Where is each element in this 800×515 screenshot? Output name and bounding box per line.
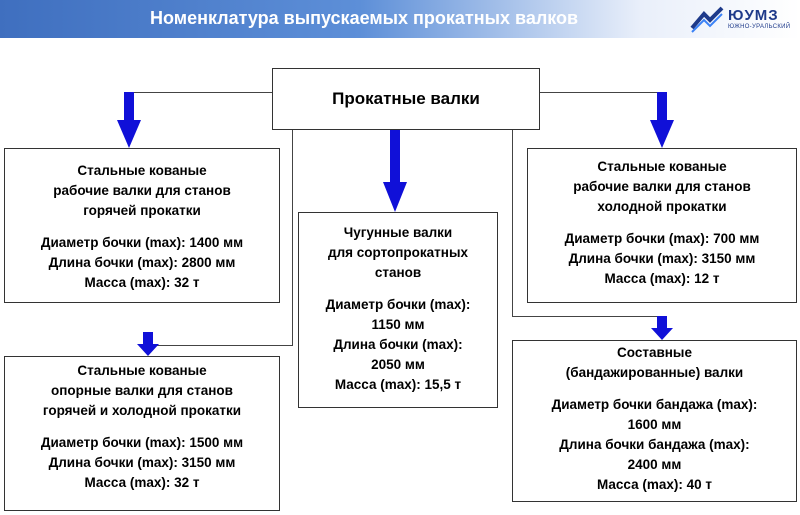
spec-length-value: 2400 мм [627, 457, 682, 472]
connector-line [292, 130, 293, 345]
spec-mass: Масса (max): 12 т [604, 271, 720, 286]
spec-diameter: Диаметр бочки (max): 1500 мм [40, 435, 244, 450]
arrow-down-icon [137, 332, 159, 356]
logo-subtext: ЮЖНО-УРАЛЬСКИЙ [728, 24, 791, 30]
node-specs: Диаметр бочки (max): 1500 мм Длина бочки… [5, 433, 279, 493]
node-title-line: для сортопрокатных [328, 245, 468, 260]
connector-line [148, 345, 293, 346]
spec-mass: Масса (max): 32 т [84, 275, 200, 290]
spec-mass: Масса (max): 32 т [84, 475, 200, 490]
arrow-down-icon [383, 130, 407, 212]
node-specs: Диаметр бочки (max): 700 мм Длина бочки … [528, 229, 796, 289]
node-title-line: холодной прокатки [597, 199, 727, 214]
spec-diameter: Диаметр бочки бандажа (max): [551, 397, 758, 412]
spec-length: Длина бочки (max): 3150 мм [568, 251, 756, 266]
node-title-line: станов [374, 265, 422, 280]
node-title-line: Чугунные валки [343, 225, 453, 240]
spec-length-value: 2050 мм [371, 357, 425, 372]
node-title-line: Составные [617, 345, 692, 360]
spec-length: Длина бочки (max): 2800 мм [48, 255, 236, 270]
node-specs: Диаметр бочки (max): 1150 мм Длина бочки… [299, 295, 497, 395]
connector-line [128, 92, 273, 93]
node-title: Стальные кованые опорные валки для стано… [5, 361, 279, 421]
page-title: Номенклатура выпускаемых прокатных валко… [150, 8, 579, 28]
header-bar: Номенклатура выпускаемых прокатных валко… [0, 0, 800, 38]
node-cold-work-rolls: Стальные кованые рабочие валки для стано… [527, 148, 797, 303]
node-title-line: Стальные кованые [597, 159, 727, 174]
spec-diameter: Диаметр бочки (max): 1400 мм [40, 235, 244, 250]
spec-mass: Масса (max): 40 т [597, 477, 712, 492]
logo-icon [690, 6, 724, 33]
node-title-line: горячей прокатки [83, 203, 201, 218]
node-specs: Диаметр бочки бандажа (max): 1600 мм Дли… [513, 395, 796, 495]
node-title: Стальные кованые рабочие валки для стано… [528, 157, 796, 217]
arrow-down-icon [650, 92, 674, 148]
node-title: Стальные кованые рабочие валки для стано… [5, 161, 279, 221]
spec-mass: Масса (max): 15,5 т [334, 377, 462, 392]
node-title-line: Стальные кованые [77, 163, 207, 178]
spec-length: Длина бочки (max): [333, 337, 463, 352]
node-cast-iron-rolls: Чугунные валки для сортопрокатных станов… [298, 212, 498, 408]
arrow-down-icon [651, 316, 673, 340]
node-composite-rolls: Составные (бандажированные) валки Диамет… [512, 340, 797, 502]
node-title-line: рабочие валки для станов [573, 179, 751, 194]
node-backup-rolls: Стальные кованые опорные валки для стано… [4, 356, 280, 511]
root-label: Прокатные валки [332, 89, 480, 108]
node-title-line: Стальные кованые [77, 363, 207, 378]
logo-text: ЮУМЗ [728, 7, 779, 24]
spec-length: Длина бочки (max): 3150 мм [48, 455, 236, 470]
arrow-down-icon [117, 92, 141, 148]
root-node: Прокатные валки [272, 68, 540, 130]
node-title-line: горячей и холодной прокатки [42, 403, 242, 418]
spec-diameter: Диаметр бочки (max): 700 мм [564, 231, 760, 246]
connector-line [540, 92, 662, 93]
node-title-line: (бандажированные) валки [565, 365, 744, 380]
node-title: Составные (бандажированные) валки [513, 343, 796, 383]
spec-diameter-value: 1600 мм [627, 417, 682, 432]
node-specs: Диаметр бочки (max): 1400 мм Длина бочки… [5, 233, 279, 293]
node-title-line: опорные валки для станов [51, 383, 233, 398]
spec-diameter: Диаметр бочки (max): [325, 297, 471, 312]
spec-diameter-value: 1150 мм [371, 317, 425, 332]
spec-length: Длина бочки бандажа (max): [559, 437, 750, 452]
node-title-line: рабочие валки для станов [53, 183, 231, 198]
node-title: Чугунные валки для сортопрокатных станов [299, 223, 497, 283]
connector-line [512, 316, 662, 317]
connector-line [512, 130, 513, 316]
node-hot-work-rolls: Стальные кованые рабочие валки для стано… [4, 148, 280, 303]
